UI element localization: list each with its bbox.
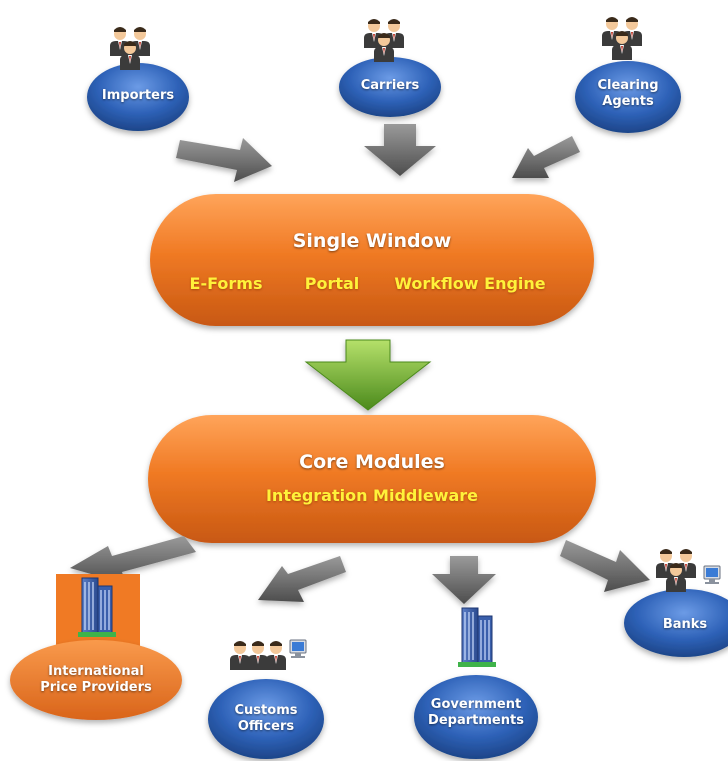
arrow-carriers-to-single-window	[364, 124, 436, 176]
arrow-importers-to-single-window	[176, 138, 272, 182]
office-building-icon	[77, 577, 117, 638]
single-window-box	[150, 194, 594, 326]
core-modules-box	[148, 415, 596, 543]
arrow-core-to-customs-officers	[258, 556, 346, 602]
office-building-icon	[457, 607, 497, 668]
clearing-agents-node	[575, 61, 681, 133]
computer-monitor-icon	[703, 565, 721, 585]
people-group-icon	[230, 641, 286, 670]
arrow-core-to-banks	[560, 540, 650, 592]
importers-node	[87, 63, 189, 131]
price-providers-node	[10, 640, 182, 720]
government-departments-node	[414, 675, 538, 759]
carriers-node	[339, 57, 441, 117]
computer-monitor-icon	[289, 639, 307, 659]
banks-node	[624, 589, 728, 657]
arrow-core-to-government	[432, 556, 496, 604]
arrow-core-to-price-providers	[70, 536, 196, 584]
people-group-icon	[656, 549, 696, 592]
arrow-clearing-agents-to-single-window	[512, 136, 580, 178]
people-group-icon	[602, 17, 642, 60]
people-group-icon	[364, 19, 404, 62]
customs-officers-node	[208, 679, 324, 759]
arrow-single-window-to-core	[304, 339, 432, 411]
